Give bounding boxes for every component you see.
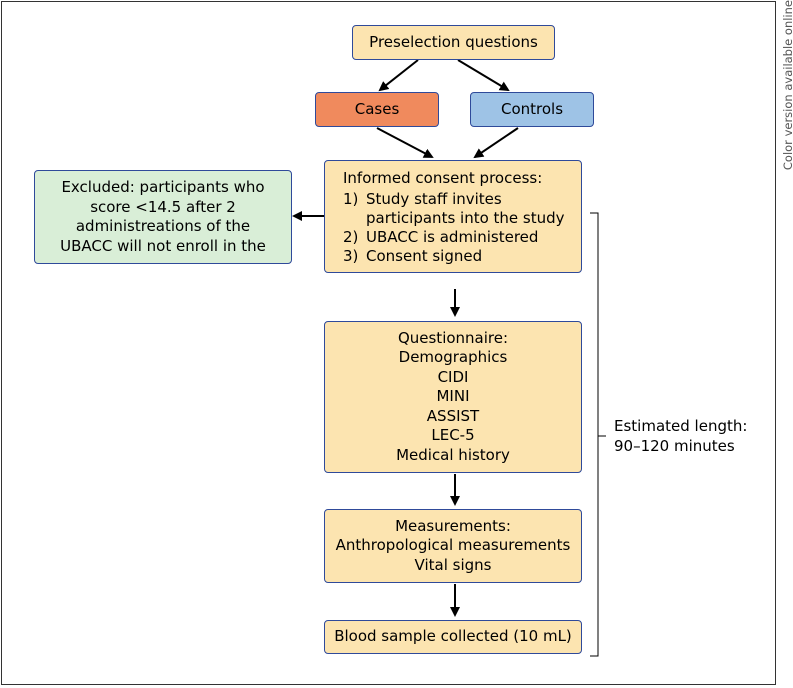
- cases-label: Cases: [354, 99, 400, 118]
- questionnaire-item-cidi: CIDI: [437, 367, 469, 386]
- estimated-length-value: 90–120 minutes: [614, 437, 735, 455]
- measurements-item-vital-signs: Vital signs: [414, 555, 492, 574]
- measurements-box: Measurements: Anthropological measuremen…: [324, 509, 582, 583]
- preselection-box: Preselection questions: [352, 25, 555, 60]
- consent-item-1-line-1: Study staff invites: [366, 190, 502, 208]
- cases-box: Cases: [315, 92, 439, 127]
- arrow-preselection-to-cases: [378, 59, 419, 92]
- consent-item-3-text: Consent signed: [366, 247, 483, 265]
- excluded-line-4: UBACC will not enroll in the: [60, 236, 266, 255]
- consent-item-1-line-2: participants into the study: [366, 209, 565, 227]
- questionnaire-item-lec5: LEC-5: [431, 426, 475, 445]
- questionnaire-title: Questionnaire:: [397, 328, 509, 347]
- excluded-line-1: Excluded: participants who: [61, 178, 265, 196]
- estimated-length-label: Estimated length: 90–120 minutes: [614, 416, 747, 456]
- controls-box: Controls: [470, 92, 594, 127]
- consent-item-3-num: 3): [343, 247, 359, 265]
- excluded-line-2: score <14.5 after 2: [90, 197, 236, 216]
- consent-item-2-text: UBACC is administered: [366, 228, 539, 246]
- questionnaire-item-assist: ASSIST: [426, 406, 480, 425]
- consent-title: Informed consent process:: [343, 169, 543, 187]
- figure-frame: [1, 1, 776, 685]
- bracket-estimated-length: [590, 212, 599, 657]
- arrow-preselection-to-controls: [457, 59, 510, 92]
- questionnaire-item-demographics: Demographics: [398, 348, 508, 367]
- consent-item-2-num: 2): [343, 228, 359, 246]
- measurements-title: Measurements:: [395, 516, 511, 535]
- arrow-controls-to-consent: [473, 127, 519, 159]
- arrow-cases-to-consent: [376, 127, 434, 158]
- consent-item-1-num: 1): [343, 190, 359, 208]
- blood-sample-box: Blood sample collected (10 mL): [324, 620, 582, 654]
- consent-box: Informed consent process: 1) Study staff…: [324, 160, 582, 273]
- controls-label: Controls: [500, 99, 564, 118]
- questionnaire-box: Questionnaire: Demographics CIDI MINI AS…: [324, 321, 582, 473]
- measurements-item-anthropological: Anthropological measurements: [335, 536, 571, 555]
- estimated-length-title: Estimated length:: [614, 417, 748, 435]
- blood-sample-label: Blood sample collected (10 mL): [334, 627, 572, 646]
- questionnaire-item-mini: MINI: [436, 387, 470, 406]
- preselection-label: Preselection questions: [369, 32, 538, 51]
- questionnaire-item-medical-history: Medical history: [396, 445, 510, 464]
- excluded-line-3: administreations of the: [75, 217, 251, 235]
- excluded-box: Excluded: participants who score <14.5 a…: [34, 170, 292, 264]
